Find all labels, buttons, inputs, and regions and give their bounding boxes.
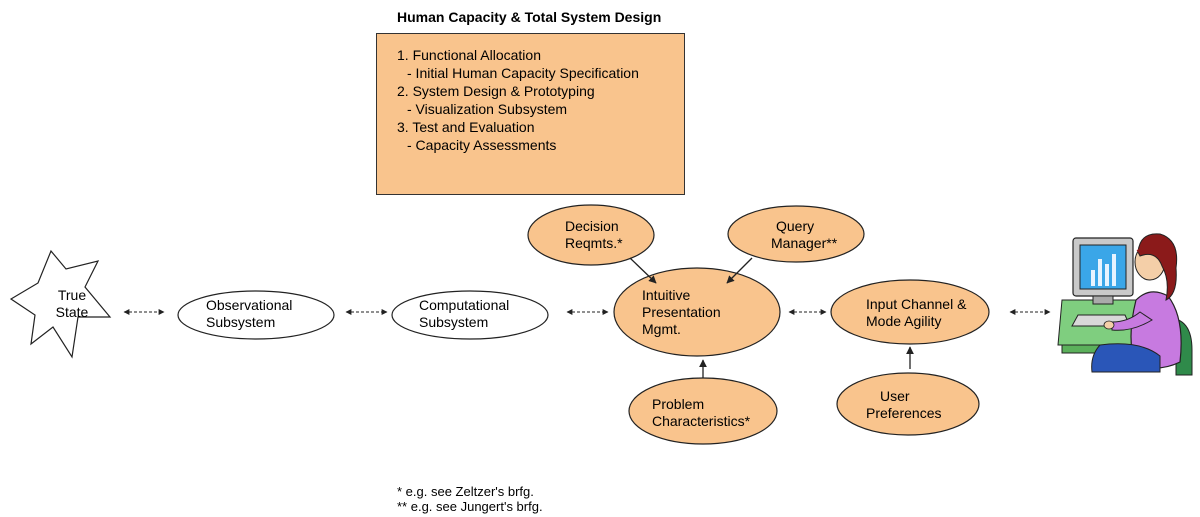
decision-reqmts-node (527, 204, 655, 266)
user-preferences-node (836, 372, 980, 436)
person-at-computer-icon (1057, 233, 1193, 376)
step-3: 3. Test and Evaluation (397, 119, 535, 135)
step-2-detail: - Visualization Subsystem (407, 101, 568, 117)
arrow-decision-intuitive (629, 257, 657, 284)
true-state-star (9, 249, 112, 359)
input-channel-node (830, 279, 990, 345)
step-1: 1. Functional Allocation (397, 47, 541, 63)
computational-subsystem-node (391, 290, 549, 340)
diagram-title: Human Capacity & Total System Design (397, 9, 662, 25)
arrow-query-intuitive (726, 257, 753, 284)
query-manager-node (727, 205, 865, 263)
intuitive-presentation-node (613, 267, 781, 357)
footnote-1: * e.g. see Zeltzer's brfg. (397, 484, 534, 499)
step-2: 2. System Design & Prototyping (397, 83, 595, 99)
input-channel-label: Input Channel &Mode Agility (866, 296, 967, 329)
step-1-detail: - Initial Human Capacity Specification (407, 65, 639, 81)
observational-subsystem-node (177, 290, 335, 340)
design-steps-box: 1. Functional Allocation - Initial Human… (376, 33, 685, 195)
step-3-detail: - Capacity Assessments (407, 137, 557, 153)
footnote-2: ** e.g. see Jungert's brfg. (397, 499, 543, 514)
